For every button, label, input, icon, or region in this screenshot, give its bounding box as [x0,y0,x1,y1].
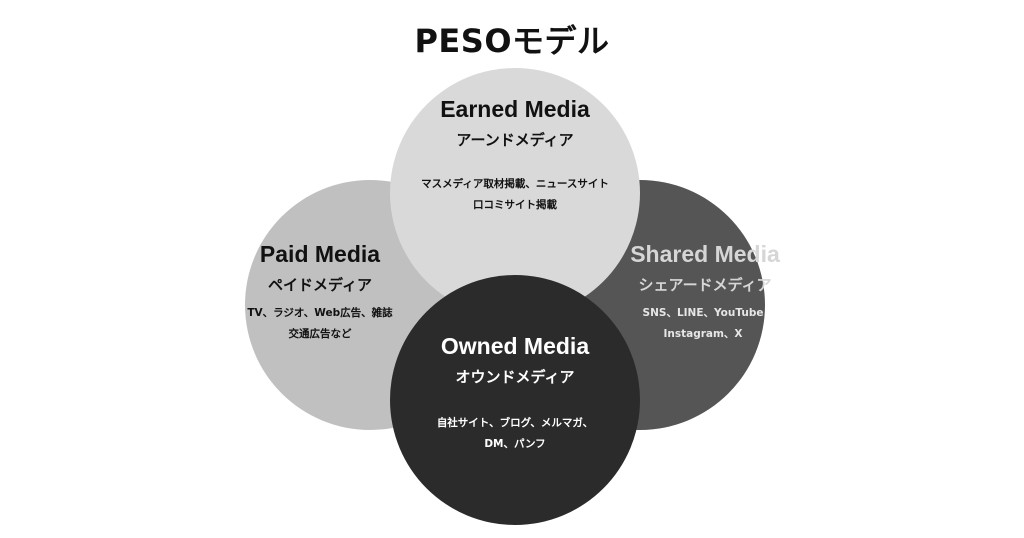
earned-media-desc-line1: マスメディア取材掲載、ニュースサイト [421,178,609,190]
earned-media-label-group: Earned Media アーンドメディア [390,95,640,151]
paid-media-label-group: Paid Media ペイドメディア [200,240,440,296]
shared-media-description: SNS、LINE、YouTube Instagram、X [583,303,823,345]
paid-media-subtitle: ペイドメディア [268,276,372,294]
paid-media-description: TV、ラジオ、Web広告、雑誌 交通広告など [200,303,440,345]
paid-media-desc-line2: 交通広告など [288,328,352,340]
owned-media-subtitle: オウンドメディア [455,368,575,386]
owned-media-description: 自社サイト、ブログ、メルマガ、 DM、パンフ [390,413,640,455]
diagram-title: PESOモデル [414,22,610,60]
owned-media-circle [390,275,640,525]
owned-media-desc-line1: 自社サイト、ブログ、メルマガ、 [436,417,594,429]
shared-media-title: Shared Media [630,241,780,267]
shared-media-desc-line2: Instagram、X [663,328,743,340]
earned-media-title: Earned Media [440,96,590,122]
owned-media-desc-line2: DM、パンフ [484,438,546,450]
shared-media-label-group: Shared Media シェアードメディア [585,240,825,296]
earned-media-description: マスメディア取材掲載、ニュースサイト 口コミサイト掲載 [390,174,640,216]
owned-media-label-group: Owned Media オウンドメディア [390,332,640,388]
shared-media-subtitle: シェアードメディア [638,276,772,294]
paid-media-desc-line1: TV、ラジオ、Web広告、雑誌 [247,307,393,319]
owned-media-title: Owned Media [440,333,590,359]
earned-media-desc-line2: 口コミサイト掲載 [473,199,557,211]
shared-media-desc-line1: SNS、LINE、YouTube [642,307,764,319]
earned-media-subtitle: アーンドメディア [456,131,574,149]
paid-media-title: Paid Media [259,241,381,267]
